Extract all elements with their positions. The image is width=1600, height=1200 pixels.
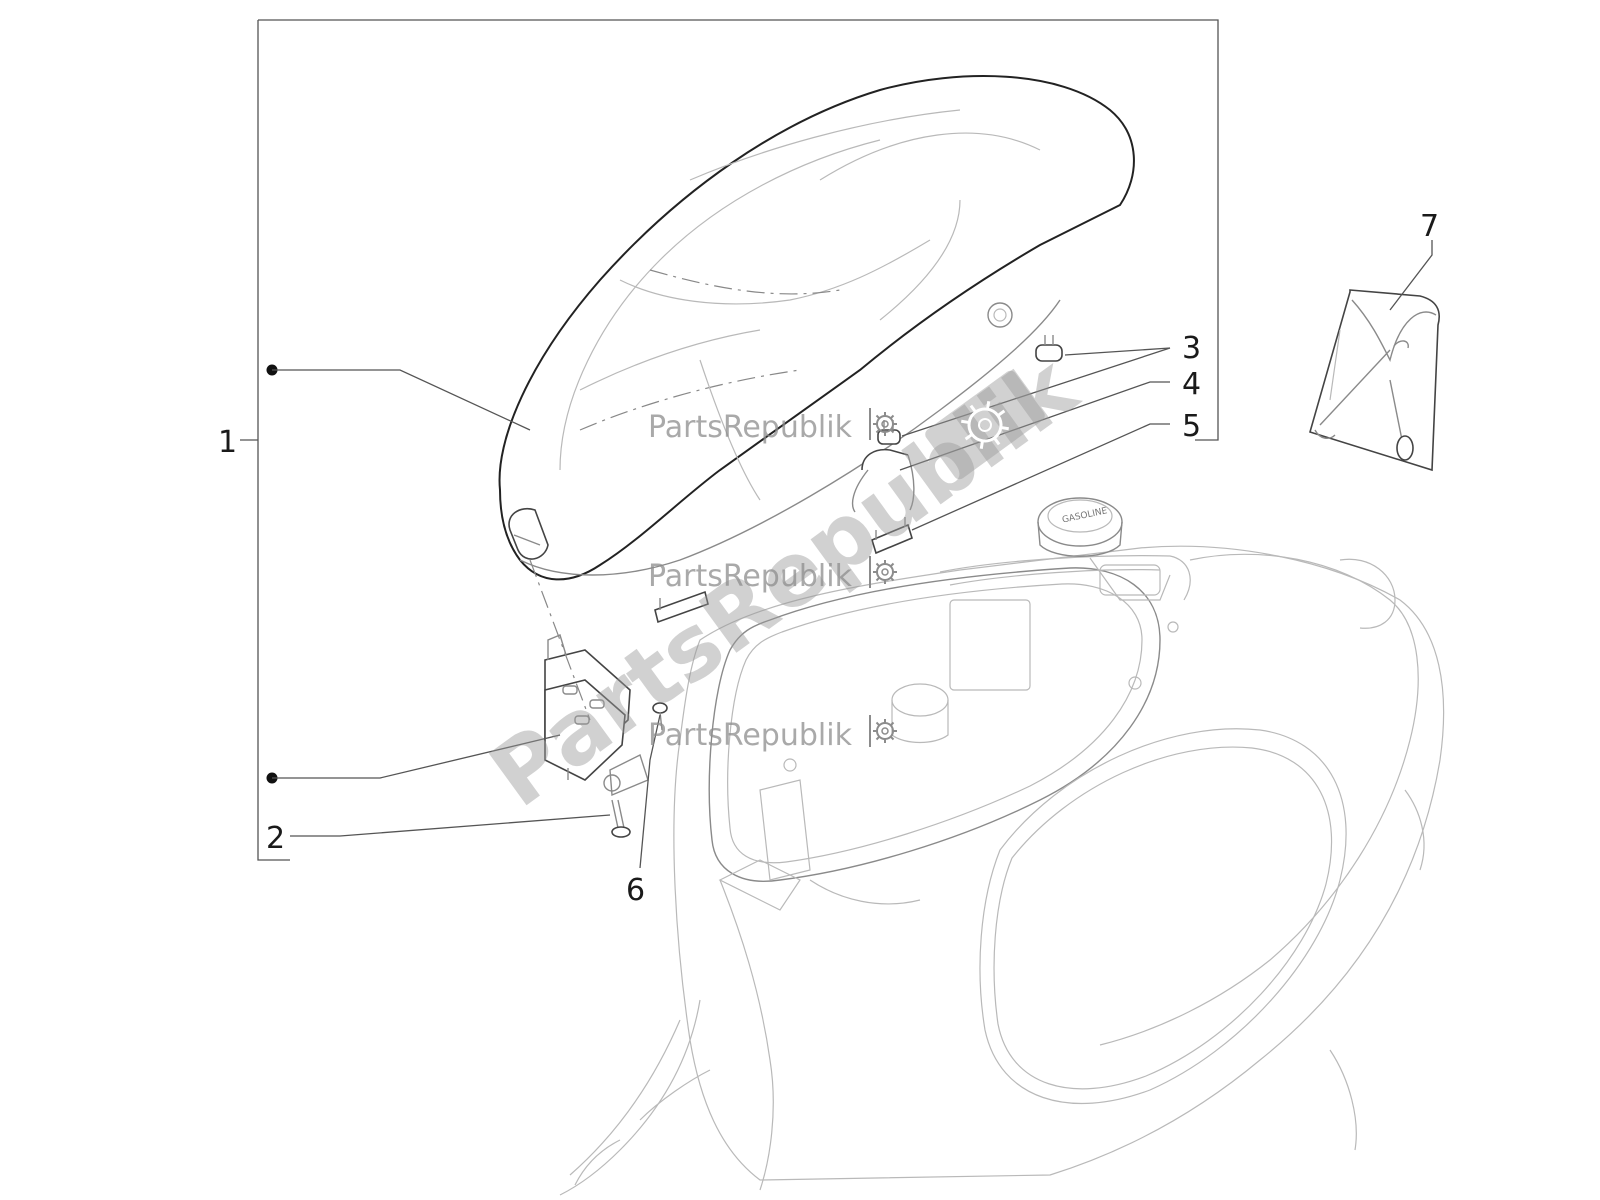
callout-5: 5 <box>1182 409 1201 444</box>
watermark-badge-3: PartsRepublik <box>648 715 897 753</box>
bolt <box>652 702 668 731</box>
watermark-label-2: PartsRepublik <box>648 559 853 594</box>
seat-bracket <box>654 517 913 624</box>
gear-icon <box>873 560 897 584</box>
watermark: PartsRepublik PartsRepublik PartsRepubli… <box>472 334 1096 827</box>
gear-icon <box>873 719 897 743</box>
watermark-label-3: PartsRepublik <box>648 718 853 753</box>
assembly-group-bracket <box>240 19 1219 861</box>
fuel-cap: GASOLINE <box>1037 497 1123 557</box>
gear-icon <box>873 412 897 436</box>
watermark-label-1: PartsRepublik <box>648 410 853 445</box>
callout-3: 3 <box>1182 331 1201 366</box>
callout-1: 1 <box>218 425 237 460</box>
callout-6: 6 <box>626 873 645 908</box>
seat <box>498 75 1135 581</box>
callout-labels: 1 2 3 4 5 6 7 <box>218 209 1439 908</box>
seat-clip <box>851 448 915 513</box>
callout-7: 7 <box>1420 209 1439 244</box>
fuel-cap-label: GASOLINE <box>1061 506 1108 525</box>
scooter-body-outline: GASOLINE <box>559 497 1445 1196</box>
callout-4: 4 <box>1182 367 1201 402</box>
screw <box>611 799 631 838</box>
gear-icon <box>925 370 1045 480</box>
watermark-badge-1: PartsRepublik <box>648 408 897 445</box>
tool-kit <box>1309 289 1440 472</box>
assembly-centerline <box>529 559 591 721</box>
callout-2: 2 <box>266 821 285 856</box>
watermark-badge-2: PartsRepublik <box>648 556 897 594</box>
seat-hinge <box>544 634 649 797</box>
